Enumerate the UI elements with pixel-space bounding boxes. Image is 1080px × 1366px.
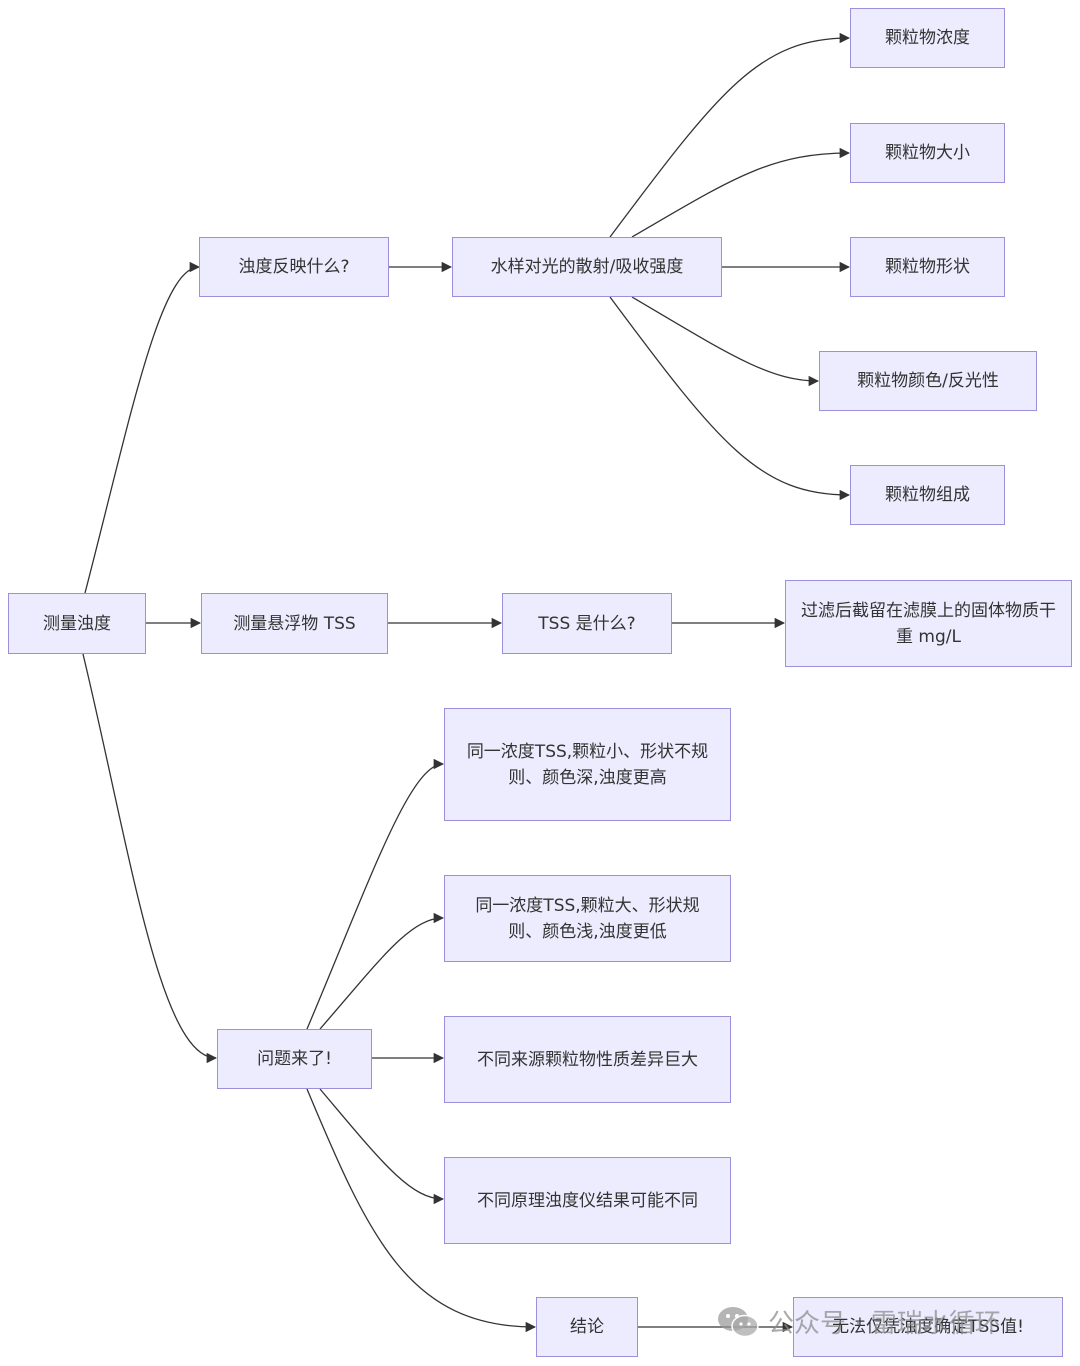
node-label: 颗粒物大小 — [885, 143, 970, 163]
node-label: 过滤后截留在滤膜上的固体物质干重 mg/L — [801, 600, 1056, 647]
edge-problem-to-conclusion — [306, 1088, 537, 1333]
node-final-conclusion: 无法仅凭浊度确定TSS值! — [793, 1297, 1063, 1357]
watermark: 公众号 · 雷瑞水循环 — [716, 1303, 1001, 1340]
node-measure-turbidity: 测量浊度 — [8, 593, 146, 654]
edge-problem-to-p2 — [319, 912, 445, 1030]
node-label: 问题来了! — [257, 1049, 332, 1069]
node-label: 颗粒物组成 — [885, 485, 970, 505]
edge-scatter-to-composition — [609, 296, 851, 501]
edge-scatter-to-conc — [609, 32, 851, 238]
edge-problem-to-p4 — [319, 1088, 445, 1205]
node-scatter-absorb: 水样对光的散射/吸收强度 — [452, 237, 722, 297]
edge-scatter-to-size — [631, 147, 851, 238]
watermark-text: 公众号 · 雷瑞水循环 — [768, 1309, 1001, 1339]
edge-problem-to-p1 — [306, 758, 445, 1030]
node-problem: 问题来了! — [217, 1029, 372, 1089]
node-label: 同一浓度TSS,颗粒小、形状不规则、颜色深,浊度更高 — [466, 741, 709, 788]
edge-measure-to-what-turbidity — [84, 261, 201, 594]
node-particle-composition: 颗粒物组成 — [850, 465, 1005, 525]
node-tss-definition: 过滤后截留在滤膜上的固体物质干重 mg/L — [785, 580, 1072, 667]
node-label: 无法仅凭浊度确定TSS值! — [832, 1317, 1024, 1337]
node-label: 测量悬浮物 TSS — [233, 613, 356, 634]
node-label: 测量浊度 — [43, 613, 111, 634]
node-label: 不同来源颗粒物性质差异巨大 — [477, 1049, 698, 1070]
node-label: 颗粒物形状 — [885, 257, 970, 277]
node-label: TSS 是什么? — [538, 613, 636, 634]
node-problem-2: 同一浓度TSS,颗粒大、形状规则、颜色浅,浊度更低 — [444, 875, 731, 962]
node-problem-1: 同一浓度TSS,颗粒小、形状不规则、颜色深,浊度更高 — [444, 708, 731, 821]
node-label: 颗粒物颜色/反光性 — [857, 371, 999, 391]
node-what-turbidity: 浊度反映什么? — [199, 237, 389, 297]
node-measure-tss: 测量悬浮物 TSS — [201, 593, 388, 654]
node-label: 颗粒物浓度 — [885, 28, 970, 48]
node-particle-color: 颗粒物颜色/反光性 — [819, 351, 1037, 411]
node-label: 不同原理浊度仪结果可能不同 — [477, 1190, 698, 1211]
node-label: 浊度反映什么? — [238, 257, 350, 277]
node-problem-4: 不同原理浊度仪结果可能不同 — [444, 1157, 731, 1244]
node-particle-shape: 颗粒物形状 — [850, 237, 1005, 297]
node-problem-3: 不同来源颗粒物性质差异巨大 — [444, 1016, 731, 1103]
edge-measure-to-problem — [82, 653, 218, 1064]
node-what-tss: TSS 是什么? — [502, 593, 672, 654]
node-label: 同一浓度TSS,颗粒大、形状规则、颜色浅,浊度更低 — [475, 895, 700, 942]
edge-scatter-to-color — [631, 296, 820, 387]
wechat-icon — [718, 1306, 759, 1337]
node-particle-concentration: 颗粒物浓度 — [850, 8, 1005, 68]
node-particle-size: 颗粒物大小 — [850, 123, 1005, 183]
node-label: 水样对光的散射/吸收强度 — [490, 257, 684, 277]
node-label: 结论 — [570, 1317, 604, 1337]
node-conclusion: 结论 — [536, 1297, 638, 1357]
